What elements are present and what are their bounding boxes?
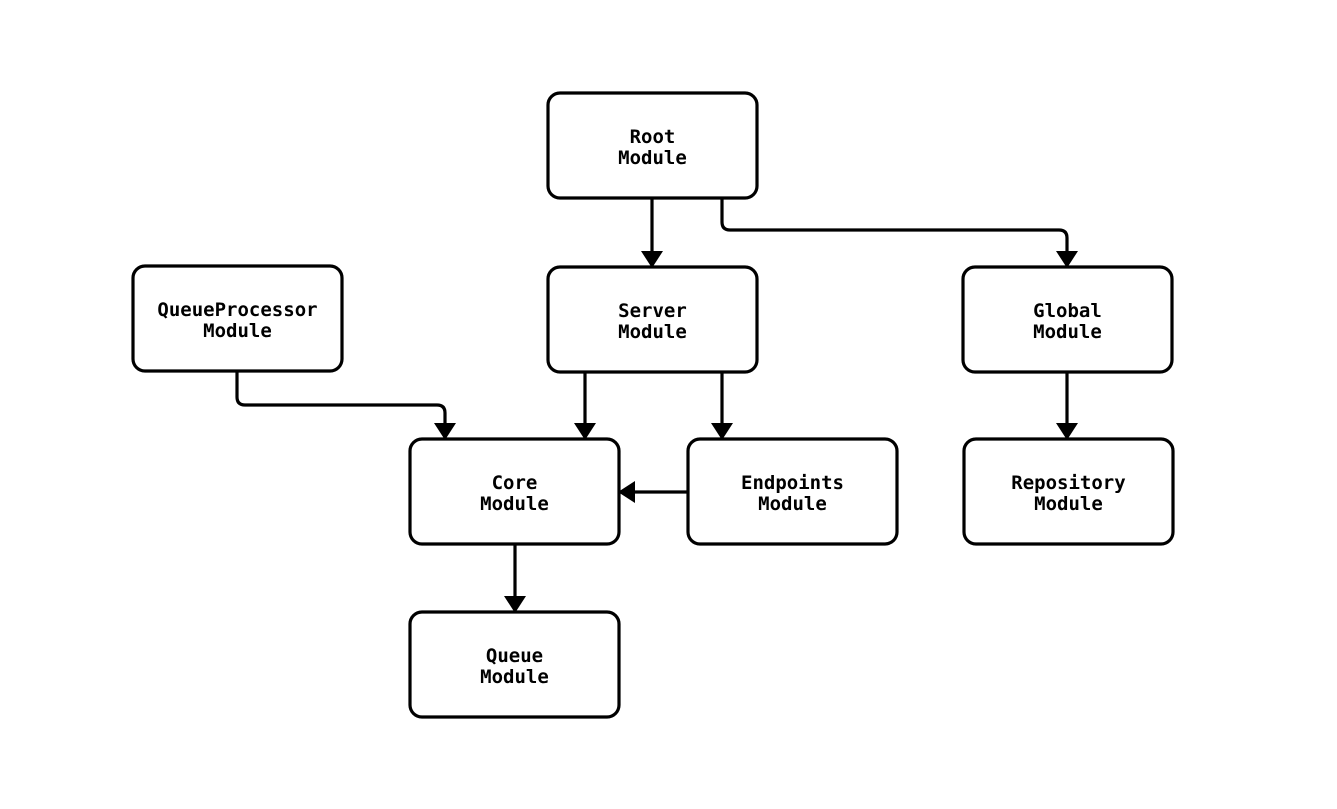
global-module-box [961,265,1174,374]
server-module-box [546,265,759,374]
repository-module-box [962,437,1175,546]
core-module-box [408,437,621,546]
queueprocessor-module-box [131,264,344,373]
edge-root-module-to-global-module [720,198,1078,268]
edge-queueprocessor-module-to-core-module [235,371,456,440]
queue-module-box [408,610,621,719]
endpoints-module-box [686,437,899,546]
root-module-box [546,91,759,200]
